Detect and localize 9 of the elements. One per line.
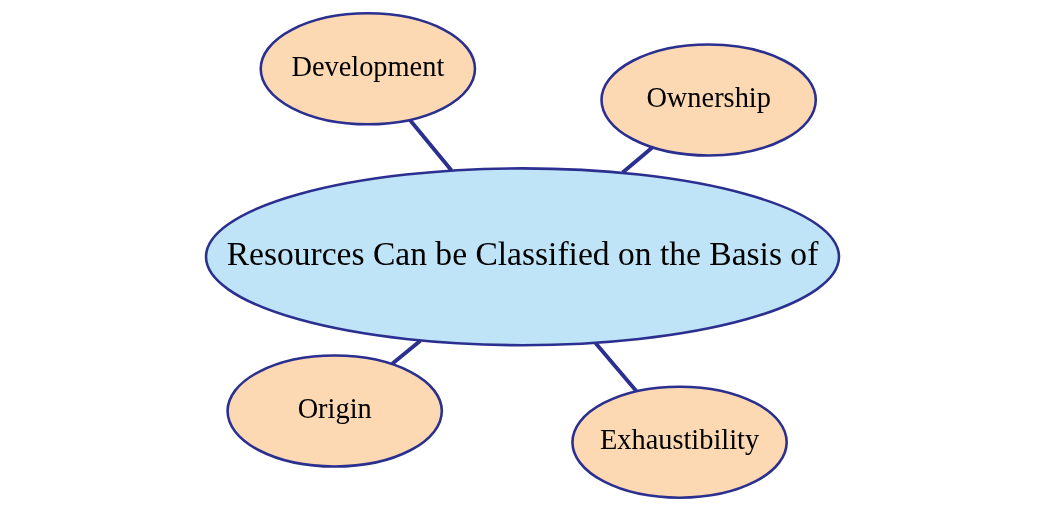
node-ellipse: Ownership — [600, 43, 818, 157]
connector — [594, 341, 638, 393]
node-ellipse: Exhaustibility — [571, 385, 788, 499]
node-ellipse: Resources Can be Classified on the Basis of — [204, 167, 841, 347]
connector — [408, 119, 453, 172]
connector — [621, 145, 654, 174]
node-ellipse: Development — [259, 12, 477, 126]
node-ellipse: Origin — [226, 354, 444, 468]
connector — [390, 339, 422, 366]
